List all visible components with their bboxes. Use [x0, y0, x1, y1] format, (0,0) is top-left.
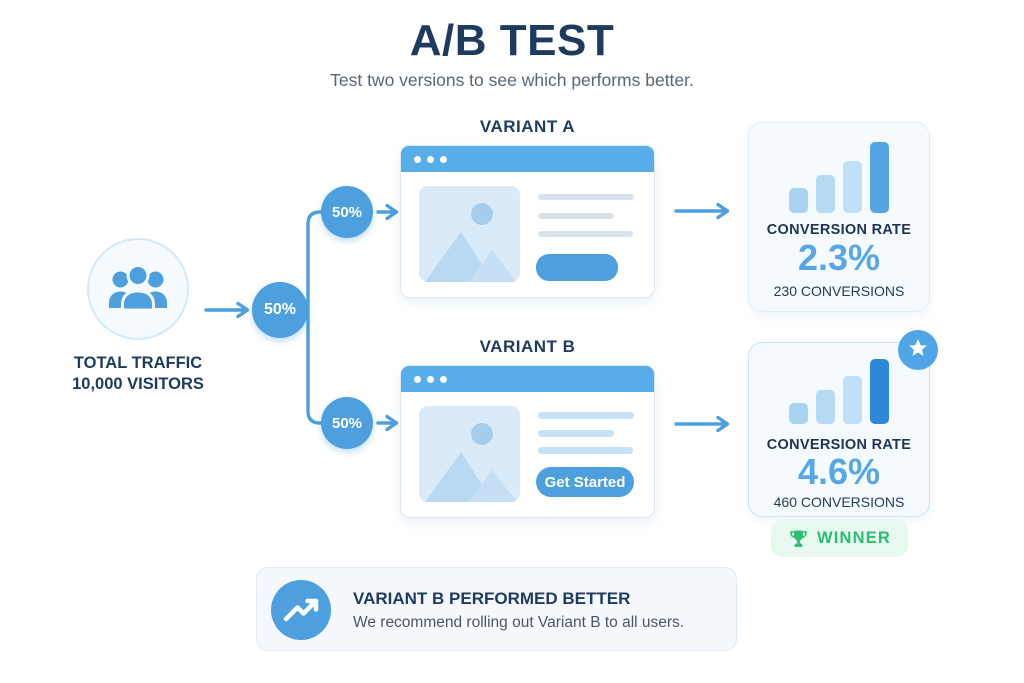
- text-line: [538, 194, 634, 200]
- window-dot-icon: [414, 375, 421, 383]
- split-bracket-line: [306, 210, 332, 425]
- trending-up-icon: [271, 580, 331, 640]
- conversions-count: 230 CONVERSIONS: [773, 283, 905, 299]
- split-branch-a-circle: 50%: [321, 186, 373, 238]
- variant-b-title: VARIANT B: [479, 337, 576, 356]
- conversion-rate-value: 2.3%: [797, 237, 881, 278]
- chart-bar: [789, 188, 808, 213]
- total-traffic-circle: [87, 238, 189, 340]
- traffic-line1: TOTAL TRAFFIC: [73, 354, 203, 372]
- conversions-count: 460 CONVERSIONS: [773, 494, 905, 510]
- total-traffic-label: TOTAL TRAFFIC 10,000 VISITORS: [18, 353, 258, 395]
- result-card-variant-b: CONVERSION RATE 4.6% 460 CONVERSIONS: [748, 342, 930, 517]
- browser-titlebar: [401, 146, 654, 172]
- mini-bar-chart: [749, 359, 929, 424]
- summary-description: We recommend rolling out Variant B to al…: [353, 614, 685, 631]
- winner-badge-label: WINNER: [816, 528, 892, 547]
- trophy-icon: [788, 528, 809, 549]
- star-icon: [907, 337, 929, 364]
- text-line: [538, 213, 614, 219]
- chart-bar: [870, 359, 889, 424]
- window-dot-icon: [440, 375, 447, 383]
- chart-bar: [870, 142, 889, 213]
- variant-a-browser-mockup: [400, 145, 655, 298]
- image-placeholder: [419, 186, 520, 282]
- get-started-button: Get Started: [536, 467, 634, 497]
- result-card-variant-a: CONVERSION RATE 2.3% 230 CONVERSIONS: [748, 122, 930, 312]
- text-line: [538, 412, 634, 419]
- window-dot-icon: [427, 155, 434, 163]
- mini-bar-chart: [749, 142, 929, 213]
- page-title: A/B TEST: [409, 16, 615, 65]
- window-dot-icon: [427, 375, 434, 383]
- window-dot-icon: [414, 155, 421, 163]
- text-line: [538, 231, 633, 237]
- users-icon: [106, 262, 170, 317]
- traffic-line2: 10,000 VISITORS: [72, 375, 204, 393]
- chart-bar: [816, 175, 835, 213]
- chart-bar: [843, 161, 862, 213]
- summary-title: VARIANT B PERFORMED BETTER: [353, 589, 631, 608]
- chart-bar: [843, 376, 862, 424]
- variant-a-button: [536, 254, 618, 281]
- variant-b-browser-mockup: Get Started: [400, 365, 655, 518]
- text-line: [538, 430, 614, 437]
- conversion-rate-label: CONVERSION RATE: [766, 437, 912, 453]
- page-subtitle: Test two versions to see which performs …: [330, 70, 694, 90]
- browser-titlebar: [401, 366, 654, 392]
- window-dot-icon: [440, 155, 447, 163]
- variant-a-title: VARIANT A: [479, 117, 576, 136]
- summary-banner: VARIANT B PERFORMED BETTER We recommend …: [256, 567, 737, 651]
- chart-bar: [789, 403, 808, 424]
- image-placeholder: [419, 406, 520, 502]
- winner-badge: WINNER: [771, 519, 908, 557]
- split-root-circle: 50%: [252, 282, 308, 338]
- text-line: [538, 447, 633, 454]
- winner-star-badge: [898, 330, 938, 370]
- conversion-rate-value: 4.6%: [797, 451, 881, 492]
- chart-bar: [816, 390, 835, 424]
- conversion-rate-label: CONVERSION RATE: [766, 222, 912, 238]
- split-branch-b-circle: 50%: [321, 397, 373, 449]
